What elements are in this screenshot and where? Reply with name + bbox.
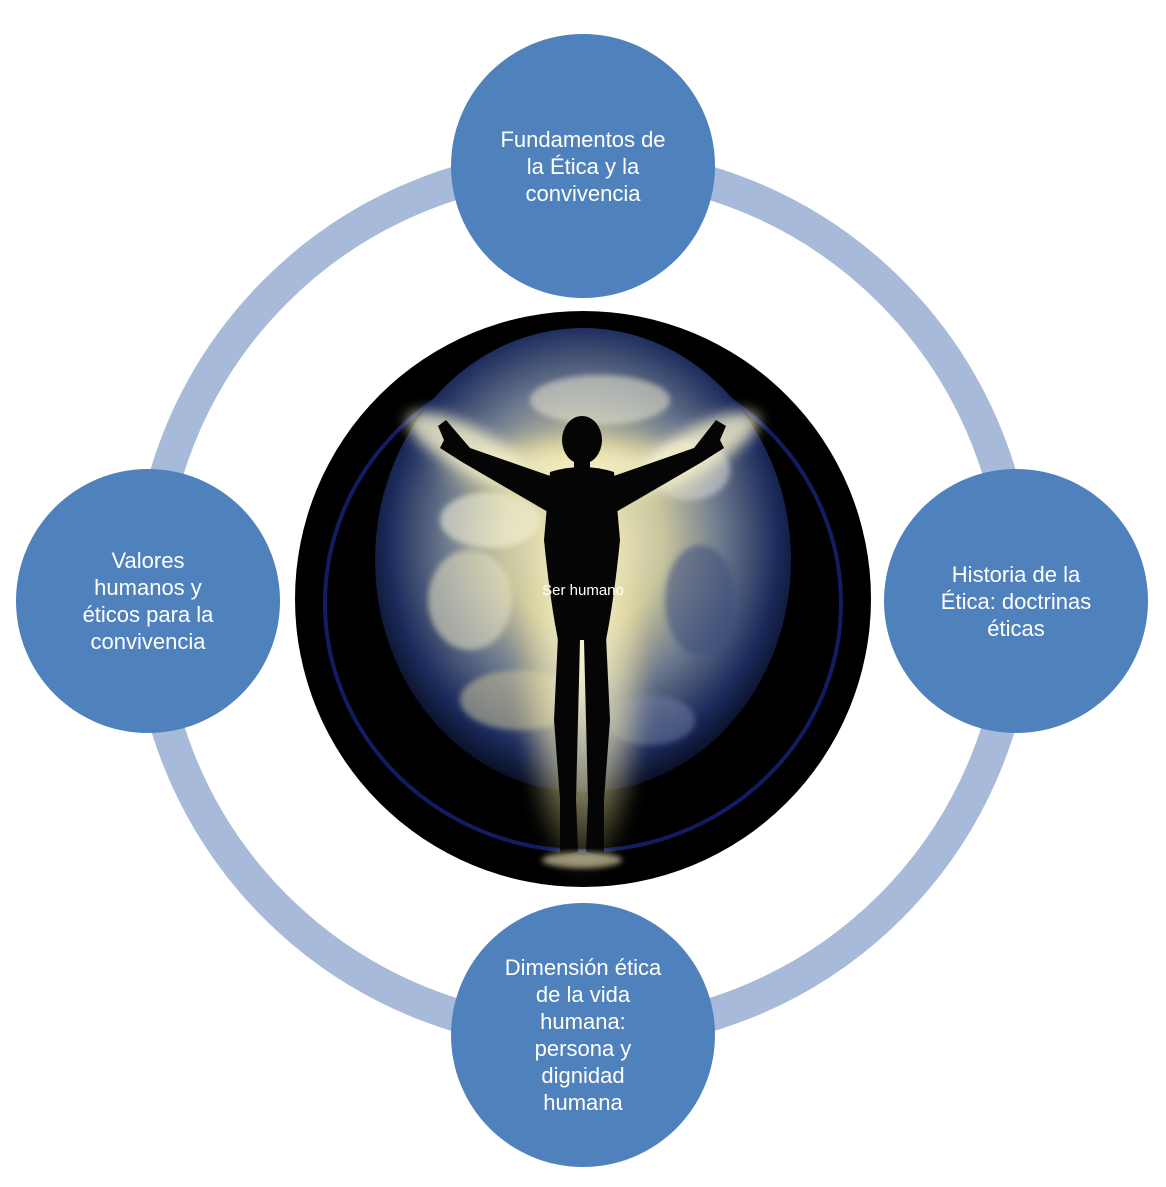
center-label: Ser humano [483,582,683,600]
node-fundamentos: Fundamentos de la Ética y la convivencia [451,34,715,298]
node-dimension-etica: Dimensión ética de la vida humana: perso… [451,903,715,1167]
node-label: Fundamentos de la Ética y la convivencia [500,126,665,207]
node-label: Historia de la Ética: doctrinas éticas [941,561,1091,642]
node-valores: Valores humanos y éticos para la convive… [16,469,280,733]
node-historia: Historia de la Ética: doctrinas éticas [884,469,1148,733]
node-label: Dimensión ética de la vida humana: perso… [505,954,662,1116]
node-label: Valores humanos y éticos para la convive… [83,547,214,655]
